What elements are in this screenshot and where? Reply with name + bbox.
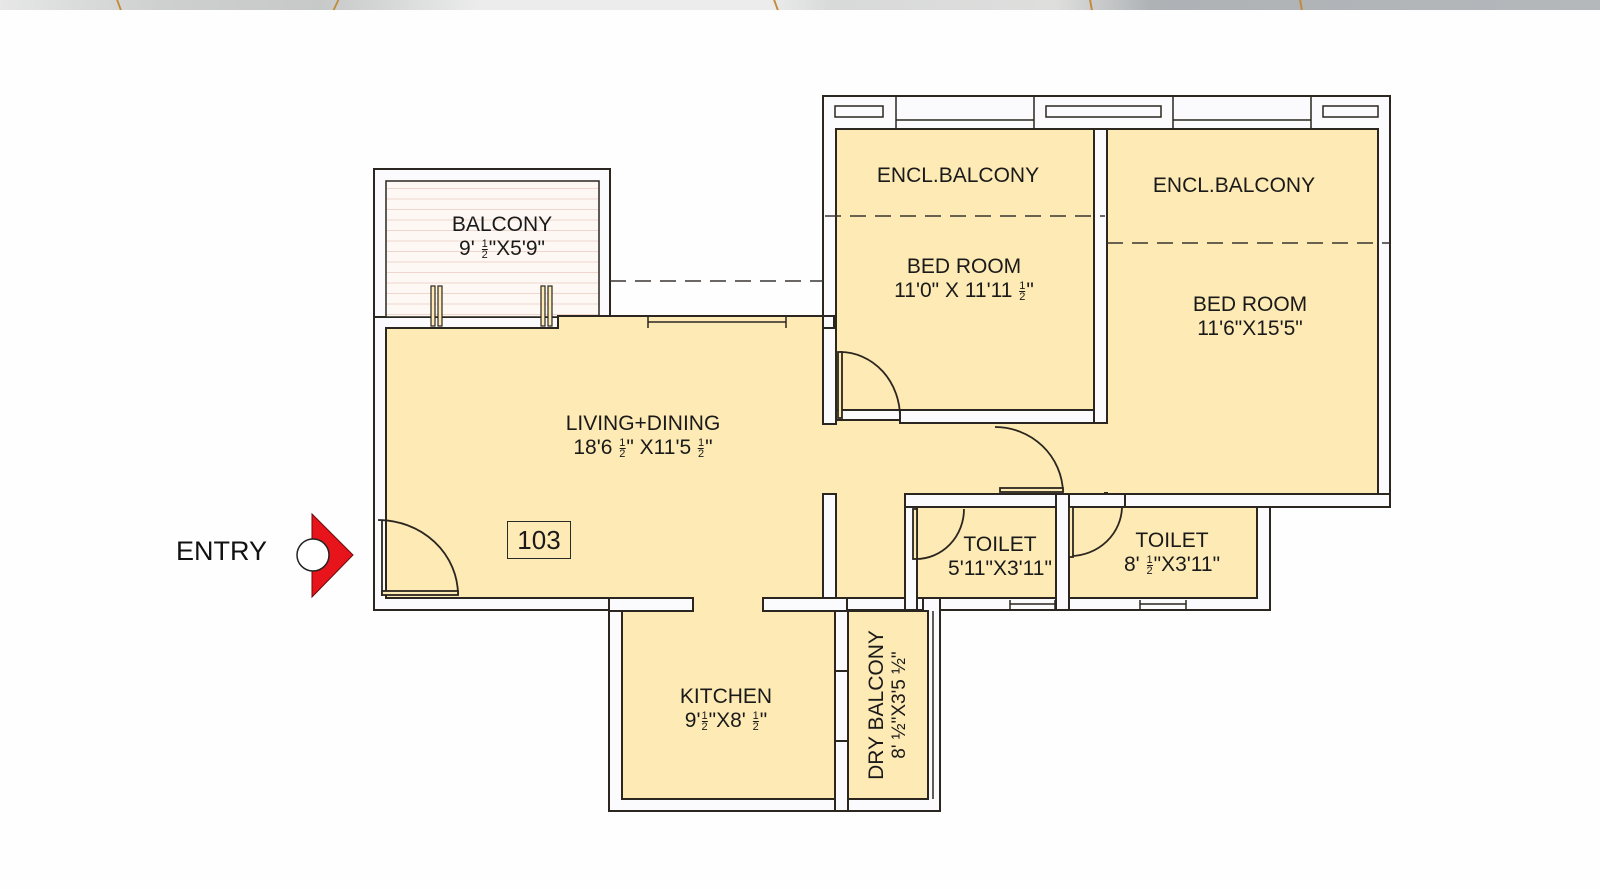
- room-name: BED ROOM: [906, 255, 1022, 278]
- dry-balcony-floor: [847, 610, 929, 800]
- room-dimensions: 11'6"X15'5": [1197, 317, 1303, 340]
- room-name: TOILET: [1135, 529, 1209, 552]
- encl-balcony-2-label: ENCL.BALCONY: [1152, 174, 1316, 197]
- dry-balcony-label: DRY BALCONY 8' ½"X3'5 ½": [865, 630, 911, 780]
- room-name: DRY BALCONY: [865, 630, 888, 780]
- header-photo-strip: [0, 0, 1600, 10]
- balcony-door-frames: [430, 285, 553, 327]
- balcony-floor: [385, 180, 600, 318]
- room-name: BALCONY: [451, 213, 553, 236]
- kitchen-floor: [621, 610, 836, 800]
- room-dimensions: 8' ½"X3'5 ½": [889, 651, 910, 759]
- encl-balcony-1-label: ENCL.BALCONY: [876, 164, 1040, 187]
- dashed-lines: [610, 215, 1390, 282]
- room-name: BED ROOM: [1192, 293, 1308, 316]
- toilet-2-floor: [1068, 506, 1258, 599]
- toilet-1-label: TOILET 5'11"X3'11": [948, 533, 1052, 581]
- room-name: LIVING+DINING: [565, 412, 721, 435]
- bedroom-2-label: BED ROOM 11'6"X15'5": [1193, 293, 1307, 341]
- room-name: TOILET: [963, 533, 1037, 556]
- door-swings: [377, 351, 1123, 596]
- bedroom-1-floor: [835, 128, 1095, 411]
- room-name: KITCHEN: [679, 685, 773, 708]
- unit-number-badge: 103: [507, 521, 571, 559]
- entry-label: ENTRY: [176, 536, 268, 566]
- room-dimensions: 5'11"X3'11": [948, 557, 1052, 580]
- entry-arrow-icon: [296, 512, 354, 599]
- windows: [647, 96, 1379, 799]
